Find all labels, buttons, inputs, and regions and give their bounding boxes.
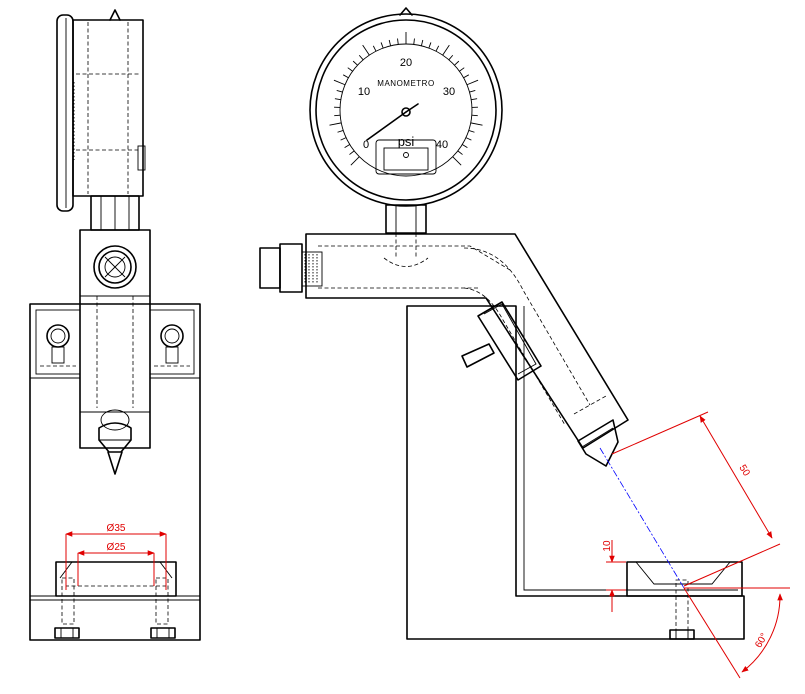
gauge-tick — [468, 129, 475, 133]
gauge-tick — [397, 38, 399, 45]
side-view: 0 10 20 30 40 MANOMETRO psi — [259, 7, 790, 679]
gauge-unit-label: psi — [398, 134, 415, 149]
gauge-tick — [452, 156, 462, 166]
distance-label: 50 — [737, 463, 752, 479]
gauge-tick — [462, 144, 468, 149]
gauge-tick — [336, 90, 343, 93]
gauge-tick — [457, 150, 463, 155]
gauge-tick — [420, 39, 424, 46]
gauge-tick — [342, 74, 349, 79]
gauge-tick — [333, 79, 346, 86]
gauge-tick — [463, 74, 470, 79]
gauge-brand-label: MANOMETRO — [377, 79, 434, 88]
gauge-scale-label: 40 — [436, 139, 448, 151]
side-fitting — [259, 243, 323, 293]
gauge-scale-label: 10 — [358, 86, 370, 98]
gauge-tick — [448, 54, 454, 61]
gauge-tick — [428, 42, 432, 49]
gauge-tick — [350, 156, 360, 166]
gauge-tick — [344, 144, 350, 149]
angle-label: 60° — [753, 631, 770, 650]
gauge-tick — [388, 39, 392, 46]
gauge-tick — [347, 67, 353, 72]
front-nozzle — [98, 422, 132, 475]
gauge-tick — [372, 45, 377, 52]
front-gauge-body — [56, 9, 146, 212]
side-nozzle — [577, 419, 619, 467]
gauge-tick — [435, 45, 440, 52]
gauge-tick — [340, 137, 347, 141]
gauge-tick — [329, 122, 342, 126]
gauge-tick — [413, 38, 415, 45]
gauge-tick — [334, 98, 341, 101]
gauge-tick — [470, 122, 483, 126]
front-manifold — [79, 229, 151, 449]
gauge-tick — [454, 60, 460, 66]
front-hex-nut — [90, 195, 140, 231]
outer-diameter-label: Ø35 — [107, 523, 126, 534]
gauge-scale-label: 30 — [443, 86, 455, 98]
diameter-dimensions: Ø35 Ø25 — [65, 523, 167, 590]
side-dimensions: 50 10 60° — [602, 411, 790, 679]
gauge-tick — [362, 44, 370, 56]
gauge-tick — [380, 42, 384, 49]
gauge-tick — [466, 79, 479, 86]
gauge-tick — [471, 98, 478, 101]
front-view: Ø35 Ø25 — [29, 9, 201, 641]
gauge-scale-ticks — [329, 32, 483, 166]
gauge-tick — [459, 67, 465, 72]
gauge-tick — [442, 44, 450, 56]
gauge-scale-label: 20 — [400, 57, 412, 69]
gauge-tick — [358, 54, 364, 61]
gauge-scale-label: 0 — [363, 139, 369, 151]
side-sample-holder — [626, 561, 743, 640]
gauge-tick — [469, 90, 476, 93]
pressure-gauge: 0 10 20 30 40 MANOMETRO psi — [309, 7, 503, 207]
gauge-tick — [349, 150, 355, 155]
height-label: 10 — [602, 540, 613, 552]
side-c-frame — [406, 305, 745, 640]
inner-diameter-label: Ø25 — [107, 542, 126, 553]
nozzle-centerline — [599, 447, 685, 589]
gauge-tick — [465, 137, 472, 141]
gauge-tick — [337, 129, 344, 133]
gauge-tick — [352, 60, 358, 66]
gauge-stem — [383, 204, 429, 267]
side-manifold — [305, 233, 629, 449]
